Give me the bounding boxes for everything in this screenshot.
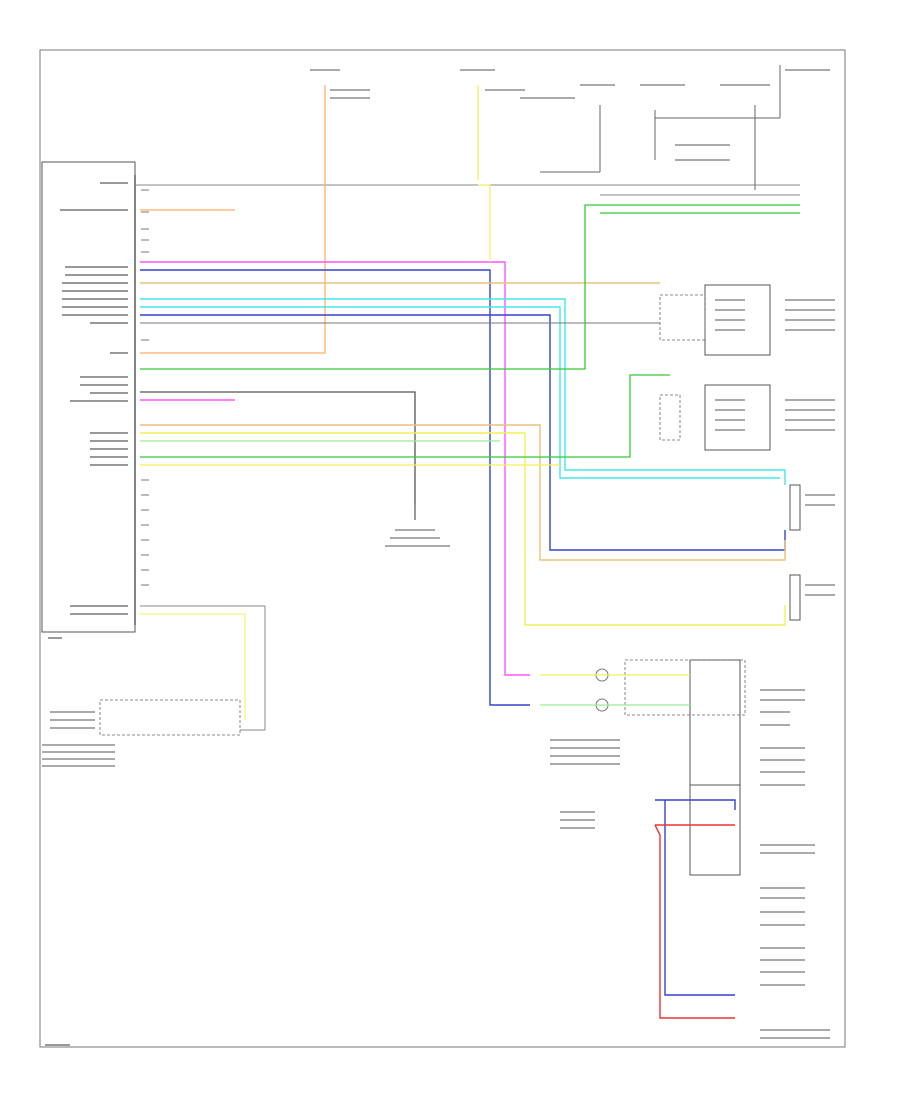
- diagram-frame: [39, 49, 846, 1048]
- radio-pin-labels: [48, 182, 128, 639]
- steering-switch-dash: [624, 659, 746, 716]
- aux-wire-2: [140, 613, 246, 720]
- radio-module-box: [41, 161, 136, 633]
- aux-module-box: [99, 699, 241, 736]
- wire-yellow-feed: [478, 184, 491, 262]
- wire-blue-lower: [655, 799, 736, 810]
- wire-green-1: [140, 204, 800, 370]
- wire-cyan-2: [140, 306, 780, 479]
- speaker-dash-box-1: [659, 294, 706, 341]
- wire-orange-2: [140, 180, 326, 354]
- steering-control-box: [689, 659, 741, 876]
- wire-green-4: [140, 374, 670, 458]
- lower-right-label-marks: [550, 689, 830, 1039]
- aux-label-marks: [42, 711, 115, 767]
- wire-cyan-1: [140, 298, 786, 485]
- door-speaker-right: [789, 484, 835, 531]
- wire-blue-lower-2: [664, 800, 735, 996]
- door-speaker-left: [789, 574, 835, 621]
- wire-tan-2: [140, 424, 786, 561]
- speaker-dash-box-2: [659, 394, 681, 441]
- rear-speaker-box: [704, 384, 771, 451]
- speaker-label-marks: [715, 299, 835, 431]
- aux-wire-1: [140, 605, 266, 731]
- wire-blue-1: [140, 269, 530, 706]
- ground-label-marks: [385, 529, 450, 547]
- wire-yellow-1: [140, 432, 786, 626]
- wire-darkgray: [140, 391, 416, 505]
- pin-number-column: [141, 189, 149, 586]
- top-label-marks: [310, 69, 830, 161]
- wire-pink: [140, 261, 530, 676]
- power-feeds: [135, 65, 800, 196]
- wire-red-lower-2: [654, 824, 735, 1019]
